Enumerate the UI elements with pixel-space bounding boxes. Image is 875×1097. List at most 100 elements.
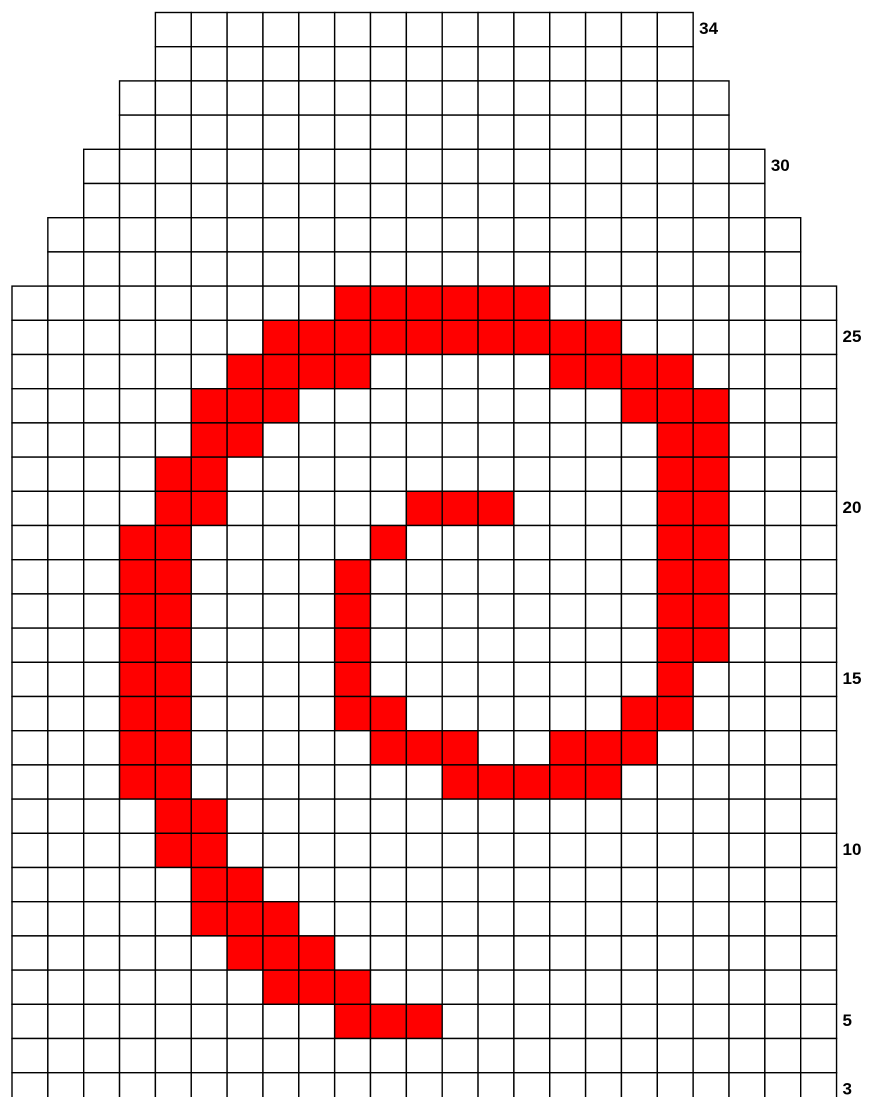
- chart-cell: [586, 594, 622, 628]
- chart-cell: [120, 218, 156, 252]
- chart-cell: [586, 286, 622, 320]
- chart-cell: [514, 252, 550, 286]
- chart-cell: [801, 833, 837, 867]
- chart-cell: [442, 457, 478, 491]
- chart-cell: [120, 389, 156, 423]
- chart-cell: [191, 47, 227, 81]
- chart-cell: [263, 731, 299, 765]
- chart-cell: [406, 218, 442, 252]
- chart-cell: [371, 252, 407, 286]
- chart-cell: [155, 115, 191, 149]
- chart-cell: [514, 731, 550, 765]
- chart-cell: [120, 1073, 156, 1097]
- chart-cell: [84, 423, 120, 457]
- chart-cell: [335, 1073, 371, 1097]
- chart-cell: [12, 628, 48, 662]
- chart-cell: [765, 697, 801, 731]
- chart-cell-filled: [155, 731, 191, 765]
- chart-cell: [48, 218, 84, 252]
- chart-cell: [657, 1039, 693, 1073]
- chart-cell: [586, 628, 622, 662]
- chart-cell: [657, 731, 693, 765]
- chart-cell: [227, 218, 263, 252]
- chart-cell: [406, 1073, 442, 1097]
- chart-cell: [729, 218, 765, 252]
- chart-cell: [765, 1004, 801, 1038]
- chart-cell: [155, 970, 191, 1004]
- chart-cell-filled: [155, 833, 191, 867]
- chart-cell: [693, 765, 729, 799]
- chart-cell: [299, 1039, 335, 1073]
- chart-cell: [227, 526, 263, 560]
- chart-cell: [406, 662, 442, 696]
- chart-cell: [550, 252, 586, 286]
- chart-cell-filled: [406, 320, 442, 354]
- chart-cell: [263, 286, 299, 320]
- chart-cell: [442, 526, 478, 560]
- chart-cell: [478, 560, 514, 594]
- chart-cell: [335, 457, 371, 491]
- chart-cell: [550, 936, 586, 970]
- chart-cell: [227, 1073, 263, 1097]
- chart-cell: [299, 13, 335, 47]
- chart-cell: [299, 1073, 335, 1097]
- chart-cell: [406, 47, 442, 81]
- chart-cell: [227, 697, 263, 731]
- chart-cell: [693, 1004, 729, 1038]
- chart-cell-filled: [155, 799, 191, 833]
- chart-cell: [442, 868, 478, 902]
- chart-cell: [406, 936, 442, 970]
- chart-cell: [586, 833, 622, 867]
- chart-cell: [478, 81, 514, 115]
- chart-cell: [371, 662, 407, 696]
- chart-cell: [263, 799, 299, 833]
- chart-cell: [12, 1073, 48, 1097]
- chart-cell: [227, 594, 263, 628]
- chart-cell: [801, 765, 837, 799]
- chart-cell: [84, 936, 120, 970]
- chart-cell: [442, 218, 478, 252]
- chart-cell: [550, 526, 586, 560]
- chart-cell: [586, 389, 622, 423]
- chart-cell-filled: [621, 731, 657, 765]
- row-number-label: 3: [843, 1079, 852, 1097]
- chart-cell: [84, 320, 120, 354]
- chart-cell: [263, 457, 299, 491]
- chart-cell: [299, 218, 335, 252]
- chart-cell: [371, 423, 407, 457]
- chart-cell: [514, 184, 550, 218]
- chart-cell: [406, 902, 442, 936]
- chart-cell: [120, 1004, 156, 1038]
- chart-cell: [371, 970, 407, 1004]
- chart-cell: [514, 491, 550, 525]
- chart-cell: [84, 1073, 120, 1097]
- chart-cell: [84, 491, 120, 525]
- chart-cell-filled: [693, 594, 729, 628]
- chart-cell-filled: [693, 389, 729, 423]
- chart-cell: [693, 115, 729, 149]
- chart-cell: [12, 320, 48, 354]
- chart-cell: [120, 799, 156, 833]
- chart-cell: [729, 594, 765, 628]
- chart-cell: [765, 628, 801, 662]
- chart-cell: [263, 594, 299, 628]
- chart-cell: [442, 355, 478, 389]
- chart-cell: [801, 560, 837, 594]
- chart-cell: [729, 389, 765, 423]
- chart-cell: [765, 560, 801, 594]
- chart-cell: [586, 218, 622, 252]
- chart-cell: [729, 526, 765, 560]
- chart-cell: [550, 970, 586, 1004]
- chart-cell: [263, 868, 299, 902]
- chart-cell-filled: [335, 594, 371, 628]
- chart-cell: [621, 81, 657, 115]
- chart-cell: [335, 184, 371, 218]
- chart-cell-filled: [621, 697, 657, 731]
- chart-cell: [729, 731, 765, 765]
- chart-cell-filled: [191, 457, 227, 491]
- chart-cell: [155, 149, 191, 183]
- chart-cell: [371, 1039, 407, 1073]
- chart-cell: [371, 765, 407, 799]
- chart-cell: [729, 1039, 765, 1073]
